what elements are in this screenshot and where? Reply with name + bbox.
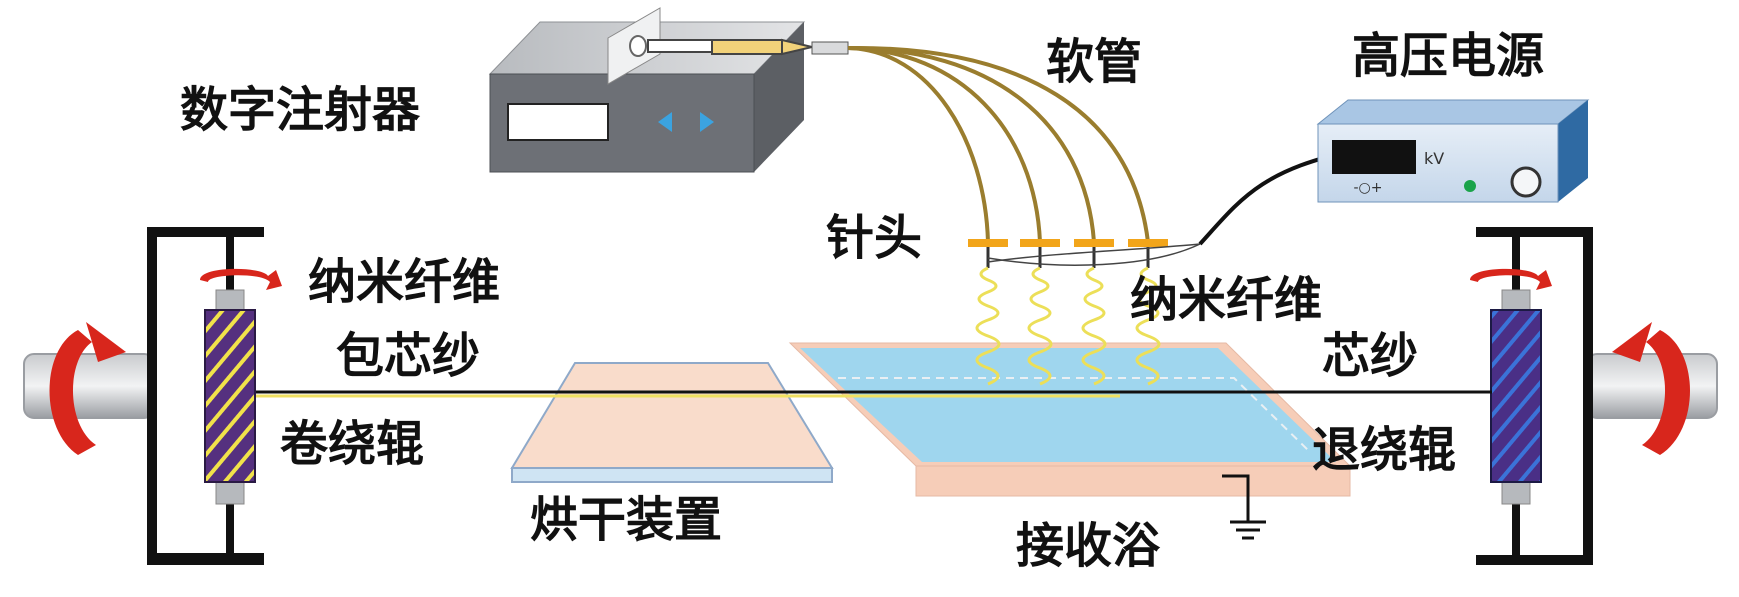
digital-syringe-pump bbox=[488, 7, 849, 173]
power-polarity-label: -○+ bbox=[1354, 180, 1383, 196]
unwinding-roller-label: 退绕辊 bbox=[1312, 422, 1457, 478]
receiving-bath-label: 接收浴 bbox=[1016, 518, 1161, 574]
drying-device bbox=[510, 362, 834, 483]
syringe-left-button-icon bbox=[658, 112, 672, 132]
winding-roller bbox=[204, 309, 256, 483]
hose-label: 软管 bbox=[1046, 34, 1143, 90]
ground-icon bbox=[1222, 474, 1250, 522]
power-indicator-icon bbox=[1464, 180, 1476, 192]
power-label: 高压电源 bbox=[1352, 28, 1545, 84]
receiving-bath bbox=[788, 342, 1352, 540]
core-yarn-label: 芯纱 bbox=[1322, 328, 1419, 384]
right-shaft bbox=[1586, 353, 1718, 419]
nanofiber-left-label: 纳米纤维 bbox=[308, 254, 501, 310]
winding-roller-assembly bbox=[23, 227, 282, 565]
unwinding-roller bbox=[1490, 309, 1542, 483]
left-top-rotation-icon bbox=[200, 268, 282, 290]
drying-device-label: 烘干装置 bbox=[530, 492, 723, 548]
right-top-rotation-icon bbox=[1470, 268, 1552, 290]
hoses bbox=[847, 45, 1150, 243]
syringe-right-button-icon bbox=[700, 112, 714, 132]
bath-water bbox=[800, 348, 1336, 462]
high-voltage-power-supply: kV -○+ bbox=[1316, 99, 1590, 203]
coated-yarn-label: 包芯纱 bbox=[336, 328, 481, 384]
nanofiber-right-label: 纳米纤维 bbox=[1130, 272, 1323, 328]
syringe-display bbox=[507, 103, 609, 141]
unwinding-roller-assembly bbox=[1470, 227, 1718, 565]
syringe-label: 数字注射器 bbox=[180, 82, 421, 138]
nanofiber-jets bbox=[975, 266, 1161, 386]
left-rotation-arrow-icon bbox=[49, 330, 96, 455]
power-unit-label: kV bbox=[1424, 149, 1444, 168]
left-shaft bbox=[23, 353, 155, 419]
needle-label: 针头 bbox=[826, 210, 923, 266]
needles bbox=[968, 239, 1201, 268]
power-display bbox=[1332, 140, 1416, 174]
winding-roller-label: 卷绕辊 bbox=[280, 416, 425, 472]
right-roller-frame bbox=[1476, 227, 1593, 565]
power-knob-icon bbox=[1510, 166, 1542, 198]
right-rotation-arrow-icon bbox=[1642, 330, 1690, 455]
